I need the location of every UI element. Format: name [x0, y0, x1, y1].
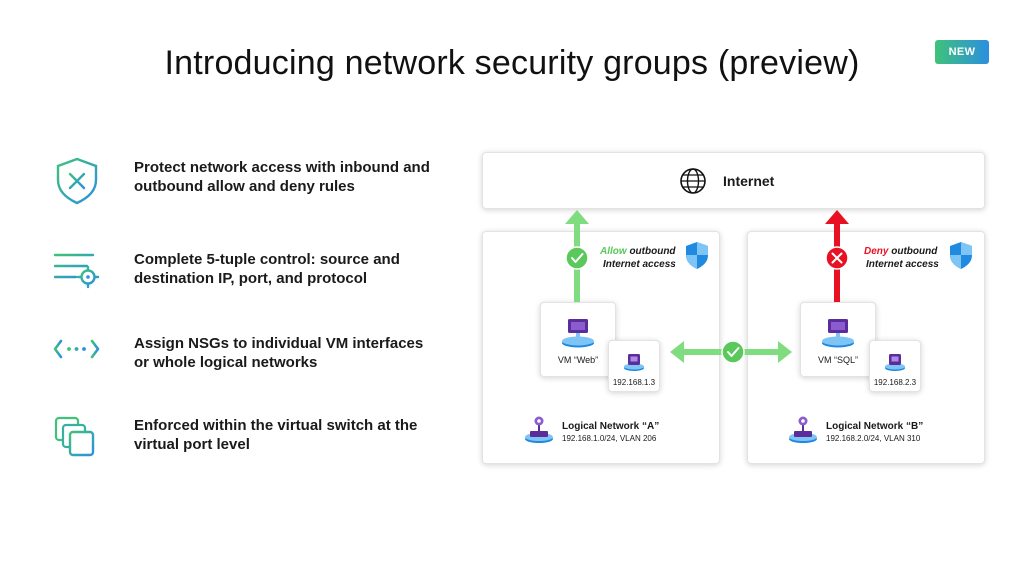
deny-x-icon — [825, 246, 849, 270]
internet-box — [482, 152, 985, 209]
list-target-icon — [53, 253, 100, 289]
feature-text: Protect network access with inbound and … — [134, 159, 430, 195]
vm-icon — [822, 319, 854, 348]
logical-network-icon — [525, 416, 553, 443]
feature-text: Complete 5-tuple control: source and des… — [134, 251, 400, 287]
vm-icon — [562, 319, 594, 348]
code-arrows-icon — [53, 339, 100, 359]
network-a-title: Logical Network “A” — [562, 421, 660, 432]
stacked-windows-icon — [54, 416, 95, 457]
network-b-title: Logical Network “B” — [826, 421, 924, 432]
vm-web-label: VM “Web” — [557, 355, 599, 365]
connection-check-icon — [721, 340, 745, 364]
vm-sql-ip: 192.168.2.3 — [873, 378, 917, 387]
internet-label: Internet — [723, 173, 775, 189]
globe-icon — [680, 168, 706, 194]
feature-text: Assign NSGs to individual VM interfaces … — [134, 335, 424, 371]
access-line2: Internet access — [866, 259, 939, 270]
slide-title: Introducing network security groups (pre… — [164, 44, 860, 82]
feature-item-enforced: Enforced within the virtual switch at th… — [52, 414, 442, 464]
vm-sql-label: VM “SQL” — [817, 355, 858, 365]
access-line2: Internet access — [603, 259, 676, 270]
vm-web-ip: 192.168.1.3 — [612, 378, 656, 387]
access-rest: outbound — [891, 246, 938, 257]
feature-text: Enforced within the virtual switch at th… — [134, 417, 418, 453]
network-interface-icon — [885, 354, 905, 371]
access-rest: outbound — [629, 246, 676, 257]
network-interface-icon — [624, 354, 644, 371]
shield-icon — [686, 242, 708, 269]
shield-x-icon — [56, 157, 98, 205]
new-badge: NEW — [935, 40, 989, 64]
logical-network-icon — [789, 416, 817, 443]
feature-item-protect: Protect network access with inbound and … — [52, 156, 442, 206]
network-a-subnet: 192.168.1.0/24, VLAN 206 — [562, 434, 657, 443]
network-b-subnet: 192.168.2.0/24, VLAN 310 — [826, 434, 921, 443]
deny-access-text: Deny outbound Internet access — [864, 245, 939, 271]
allow-word: Allow — [600, 246, 627, 257]
feature-item-assign: Assign NSGs to individual VM interfaces … — [52, 332, 442, 382]
deny-word: Deny — [864, 246, 889, 257]
allow-access-text: Allow outbound Internet access — [600, 245, 676, 271]
allow-check-icon — [565, 246, 589, 270]
shield-icon — [950, 242, 972, 269]
feature-item-5-tuple: Complete 5-tuple control: source and des… — [52, 248, 442, 298]
